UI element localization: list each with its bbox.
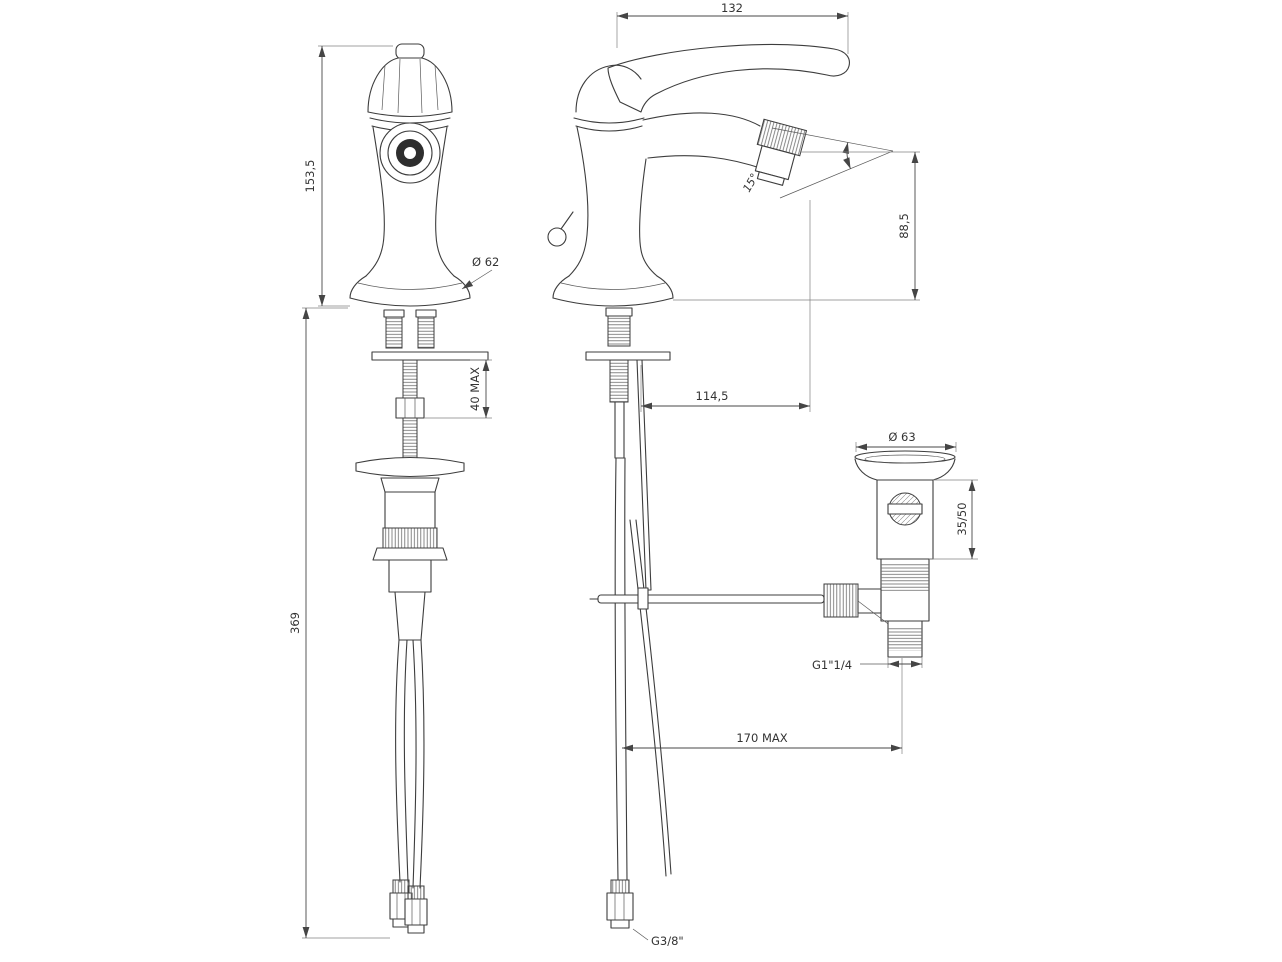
dim-label-waste-flange-diameter: Ø 63 [888, 430, 915, 444]
dim-label-spout-height: 88,5 [897, 213, 911, 239]
side-view-underbody [585, 307, 825, 929]
dim-waste-height: 35/50 [929, 479, 978, 560]
dim-label-body-height: 153,5 [303, 160, 317, 193]
dim-label-handle-width: 132 [721, 1, 743, 15]
dim-underbody-length: 369 [288, 307, 390, 939]
front-view-underbody [355, 309, 489, 934]
aerator-front [379, 122, 441, 184]
dim-label-rod-reach: 170 MAX [736, 731, 787, 745]
popup-knob [547, 227, 567, 247]
dim-deck-thickness: 40 MAX [424, 359, 492, 419]
dim-label-base-diameter: Ø 62 [472, 255, 499, 269]
dim-label-deck-thickness: 40 MAX [468, 367, 482, 411]
waste-assembly [823, 450, 956, 658]
dim-spout-reach: 114,5 [640, 200, 811, 412]
hose-thread-label: G3/8" [651, 934, 684, 948]
label-hose-thread: G3/8" [632, 928, 684, 948]
dim-handle-width: 132 [616, 1, 849, 54]
dim-rod-reach: 170 MAX [622, 658, 903, 754]
dim-label-underbody-length: 369 [288, 612, 302, 634]
dim-label-spout-reach: 114,5 [696, 389, 729, 403]
dim-label-waste-height: 35/50 [955, 502, 969, 535]
dim-waste-flange-diameter: Ø 63 [855, 430, 957, 452]
dim-base-diameter: Ø 62 [461, 255, 499, 290]
waste-thread-label: G1"1/4 [812, 658, 852, 672]
label-waste-thread: G1"1/4 [812, 657, 923, 672]
side-view [547, 43, 850, 307]
dim-spout-height: 88,5 [673, 151, 920, 301]
dim-body-height: 153,5 [303, 45, 393, 307]
front-view [349, 43, 471, 307]
aerator-side [754, 118, 808, 186]
